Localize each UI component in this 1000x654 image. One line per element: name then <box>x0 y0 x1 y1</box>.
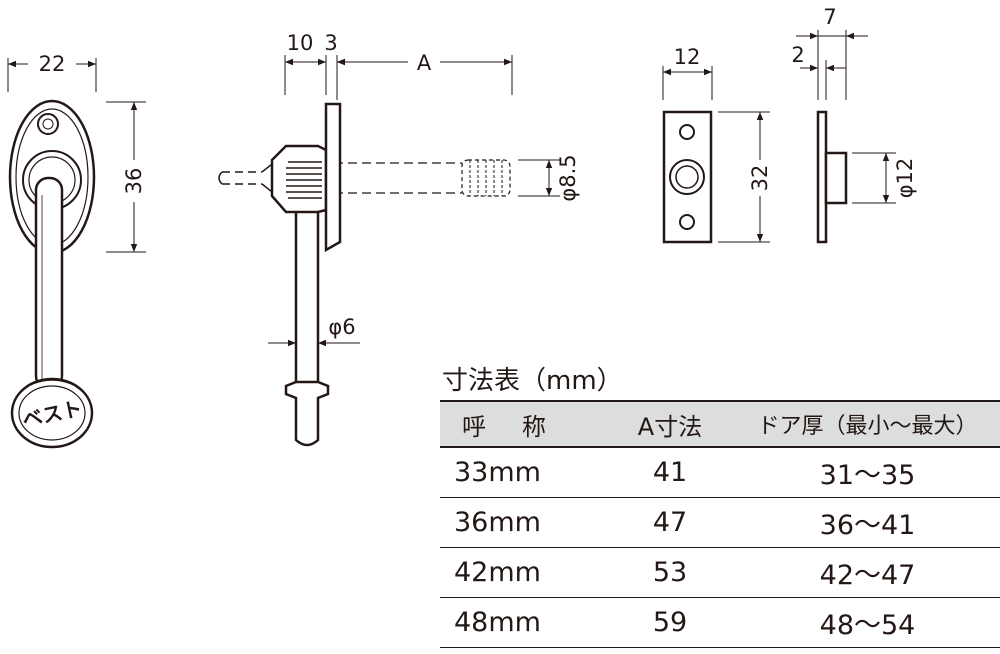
cell-door-thickness: 48～54 <box>735 597 1000 648</box>
table-row: 42mm 53 42～47 <box>440 547 1000 598</box>
strike-plate-front: 12 32 <box>662 45 772 244</box>
cell-door-thickness: 36～41 <box>735 497 1000 548</box>
header-nominal: 呼 称 <box>440 400 605 448</box>
header-a-dimension: A寸法 <box>605 400 735 448</box>
side-view: 10 3 A φ8.5 <box>218 31 580 447</box>
cell-nominal: 36mm <box>440 497 605 548</box>
strike-plate-side: 7 2 φ12 <box>791 5 917 244</box>
dim-strike-plate: 2 <box>791 43 804 67</box>
dim-front-width: 22 <box>39 52 66 76</box>
table-title: 寸法表（mm） <box>442 366 623 396</box>
header-door-thickness: ドア厚（最小～最大） <box>735 400 1000 448</box>
dim-side-plate: 3 <box>324 31 337 55</box>
cell-a-dimension: 47 <box>605 497 735 548</box>
cell-a-dimension: 53 <box>605 547 735 598</box>
cell-a-dimension: 41 <box>605 447 735 498</box>
cell-door-thickness: 31～35 <box>735 447 1000 498</box>
dim-front-height: 36 <box>122 168 146 195</box>
cell-nominal: 48mm <box>440 597 605 648</box>
dimension-table: 呼 称 A寸法 ドア厚（最小～最大） 33mm 41 31～35 36mm 47… <box>440 400 1000 648</box>
cell-nominal: 42mm <box>440 547 605 598</box>
cell-nominal: 33mm <box>440 447 605 498</box>
dim-thread-diameter: φ8.5 <box>556 154 580 201</box>
table-header-row: 呼 称 A寸法 ドア厚（最小～最大） <box>440 400 1000 448</box>
front-view: 22 36 ベスト <box>7 52 146 449</box>
dim-strike-depth: 7 <box>823 5 836 29</box>
cell-door-thickness: 42～47 <box>735 547 1000 598</box>
dim-strike-width: 12 <box>674 45 701 69</box>
dimension-table-section: 寸法表（mm） 呼 称 A寸法 ドア厚（最小～最大） 33mm 41 31～35… <box>440 362 1000 648</box>
table-row: 36mm 47 36～41 <box>440 497 1000 548</box>
dim-strike-height: 32 <box>748 165 772 192</box>
dim-rod-diameter: φ6 <box>328 315 355 339</box>
cell-a-dimension: 59 <box>605 597 735 648</box>
dim-strike-hole: φ12 <box>893 158 917 199</box>
table-row: 33mm 41 31～35 <box>440 447 1000 498</box>
table-row: 48mm 59 48～54 <box>440 597 1000 648</box>
dim-side-length: A <box>417 51 432 75</box>
dim-side-head: 10 <box>287 31 314 55</box>
